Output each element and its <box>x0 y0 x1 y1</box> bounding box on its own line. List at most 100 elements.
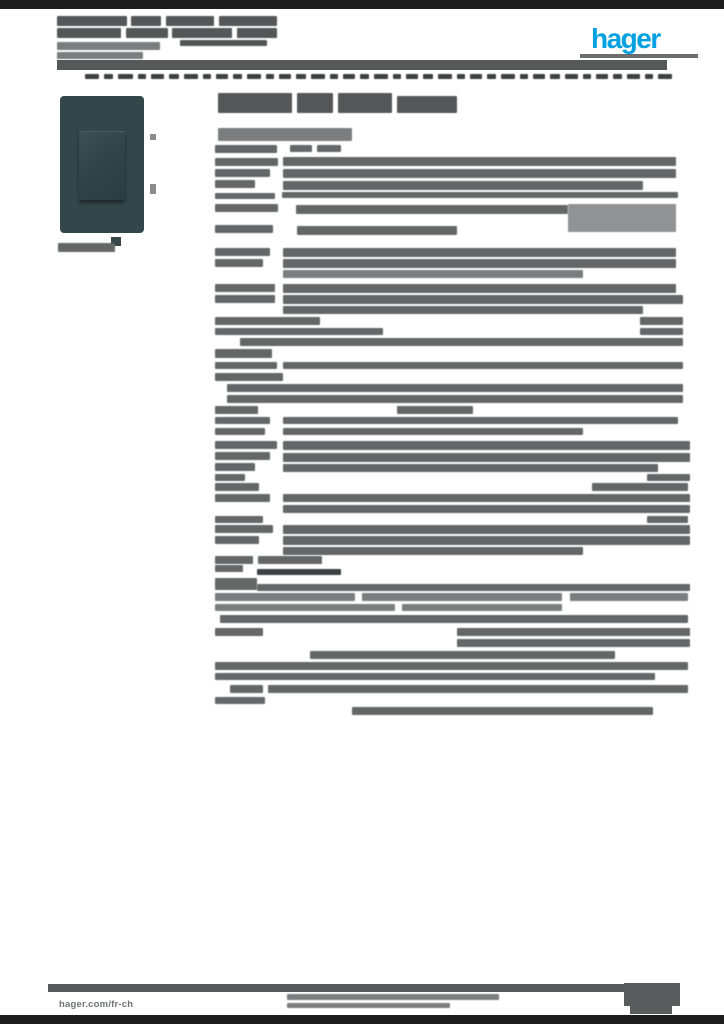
product-title-redacted-bar <box>218 128 352 141</box>
spec-table-redacted-bar <box>283 181 643 190</box>
spec-table-redacted-bar <box>215 204 278 212</box>
product-title-redacted-bar <box>218 93 292 113</box>
spec-table-redacted-bar <box>215 180 255 188</box>
spec-table-redacted-bar <box>220 615 688 623</box>
spec-table-redacted-bar <box>215 317 320 325</box>
photo-corner-notch <box>111 237 121 246</box>
spec-table-redacted-bar <box>283 169 676 178</box>
header-fineprint-redacted-bar <box>296 74 306 79</box>
spec-table-redacted-bar <box>283 453 690 462</box>
spec-table-redacted-bar <box>215 193 275 199</box>
spec-table-redacted-bar <box>215 452 270 460</box>
spec-table-redacted-bar <box>283 441 690 450</box>
header-fineprint-redacted-bar <box>520 74 528 79</box>
header-fineprint-redacted-bar <box>138 74 146 79</box>
spec-table-redacted-bar <box>230 685 263 693</box>
spec-table-redacted-bar <box>258 556 322 564</box>
footer-link-box: hager.com/fr-ch <box>55 992 168 1017</box>
spec-table-redacted-bar <box>268 685 688 693</box>
header-fineprint-redacted-bar <box>360 74 369 79</box>
header-fineprint-redacted-bar <box>438 74 452 79</box>
header-fineprint-redacted-bar <box>151 74 164 79</box>
header-fineprint-redacted-bar <box>216 74 228 79</box>
header-fineprint-redacted-bar <box>393 74 401 79</box>
spec-table-redacted-bar <box>215 295 275 303</box>
header-title-redacted-bar <box>57 16 127 26</box>
spec-table-redacted-bar <box>283 259 676 268</box>
header-fineprint-redacted-bar <box>374 74 388 79</box>
spec-table-redacted-bar <box>362 593 562 601</box>
spec-table-redacted-bar <box>457 628 690 636</box>
header-fineprint-redacted-bar <box>533 74 545 79</box>
product-title-redacted-bar <box>297 93 333 113</box>
spec-table-redacted-bar <box>215 463 255 471</box>
spec-table-redacted-bar <box>283 295 683 304</box>
image-caption-redacted-bar <box>58 243 115 252</box>
spec-table-redacted-bar <box>215 628 263 636</box>
spec-table-redacted-bar <box>397 406 473 414</box>
spec-table-redacted-bar <box>283 270 583 278</box>
header-fineprint-redacted-bar <box>627 74 640 79</box>
spec-table-redacted-bar <box>215 662 688 670</box>
bottom-black-band <box>0 1015 724 1024</box>
header-title-redacted-bar <box>57 52 143 59</box>
header-fineprint-redacted-bar <box>118 74 133 79</box>
spec-table-redacted-bar <box>215 349 272 358</box>
spec-table-redacted-bar <box>283 494 690 502</box>
spec-table-redacted-bar <box>215 593 355 601</box>
spec-table-redacted-bar <box>290 145 312 152</box>
spec-table-redacted-bar <box>640 328 683 335</box>
spec-table-redacted-bar <box>215 441 277 449</box>
hager-website-link[interactable]: hager.com/fr-ch <box>59 999 134 1010</box>
spec-table-redacted-bar <box>647 516 688 523</box>
spec-table-redacted-bar <box>215 483 259 491</box>
header-fineprint-redacted-bar <box>645 74 653 79</box>
spec-table-redacted-bar <box>215 169 270 177</box>
spec-table-redacted-bar <box>570 593 688 601</box>
spec-table-redacted-bar <box>215 417 270 424</box>
spec-table-redacted-bar <box>352 707 653 715</box>
top-black-band <box>0 0 724 9</box>
spec-table-redacted-bar <box>283 428 583 435</box>
page-number-block <box>624 983 680 1006</box>
spec-table-redacted-bar <box>215 474 245 481</box>
switch-product-photo-button <box>79 131 125 200</box>
header-fineprint-redacted-bar <box>550 74 560 79</box>
spec-table-redacted-bar <box>257 584 690 591</box>
header-fineprint-redacted-bar <box>583 74 591 79</box>
footer-rule <box>48 984 624 992</box>
spec-table-redacted-bar <box>257 569 341 575</box>
spec-table-redacted-bar <box>215 406 258 414</box>
spec-table-redacted-bar <box>283 248 676 257</box>
header-fineprint-redacted-bar <box>203 74 211 79</box>
spec-table-redacted-bar <box>297 226 457 235</box>
header-title-redacted-bar <box>219 16 277 26</box>
photo-side-mark <box>150 184 156 194</box>
spec-table-redacted-bar <box>283 306 643 314</box>
spec-table-redacted-bar <box>215 373 283 381</box>
header-fineprint-redacted-bar <box>596 74 608 79</box>
spec-table-redacted-bar <box>310 651 615 659</box>
header-title-redacted-bar <box>126 28 168 38</box>
spec-table-redacted-bar <box>647 474 690 481</box>
spec-table-redacted-bar <box>215 145 277 153</box>
header-fineprint-redacted-bar <box>470 74 482 79</box>
header-fineprint-redacted-bar <box>233 74 242 79</box>
spec-table-redacted-bar <box>215 525 273 533</box>
page-number-tab <box>630 1006 672 1014</box>
header-fineprint-redacted-bar <box>104 74 113 79</box>
spec-table-redacted-bar <box>283 362 683 369</box>
logo-underline-rule <box>580 54 698 58</box>
spec-table-redacted-bar <box>215 158 278 166</box>
spec-table-redacted-bar <box>215 248 270 256</box>
header-rule <box>57 60 667 70</box>
header-fineprint-redacted-bar <box>457 74 465 79</box>
header-fineprint-redacted-bar <box>343 74 355 79</box>
header-fineprint-redacted-bar <box>311 74 325 79</box>
spec-table-redacted-bar <box>227 395 683 403</box>
spec-table-redacted-bar <box>283 547 583 555</box>
spec-table-redacted-bar <box>215 578 257 590</box>
spec-table-redacted-bar <box>283 505 690 513</box>
header-fineprint-redacted-bar <box>658 74 672 79</box>
header-fineprint-redacted-bar <box>169 74 179 79</box>
